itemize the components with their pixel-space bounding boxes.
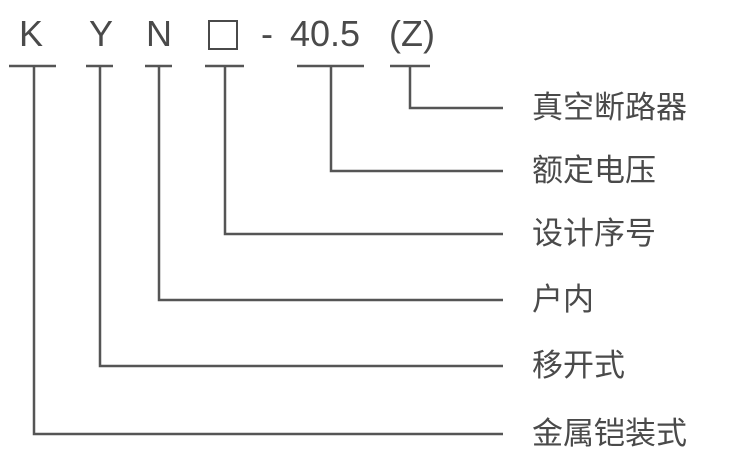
label-metal-armored: 金属铠装式 xyxy=(532,416,687,452)
label-design-number: 设计序号 xyxy=(532,216,656,252)
connector-y xyxy=(98,66,503,368)
code-y: Y xyxy=(89,13,114,54)
label-indoor: 户内 xyxy=(532,282,594,318)
code-dash: - xyxy=(261,13,273,54)
connector-z xyxy=(408,66,503,110)
label-rated-voltage: 额定电压 xyxy=(532,153,656,189)
connector-voltage xyxy=(329,66,503,173)
connector-k xyxy=(32,66,503,436)
code-k: K xyxy=(19,13,44,54)
connector-n xyxy=(157,66,503,302)
label-withdrawable: 移开式 xyxy=(532,348,625,384)
design-number-box-icon xyxy=(208,20,238,50)
code-n: N xyxy=(146,13,172,54)
code-z: (Z) xyxy=(389,13,435,54)
code-voltage: 40.5 xyxy=(290,13,361,54)
connector-design xyxy=(223,66,503,236)
label-vacuum-breaker: 真空断路器 xyxy=(532,90,687,126)
